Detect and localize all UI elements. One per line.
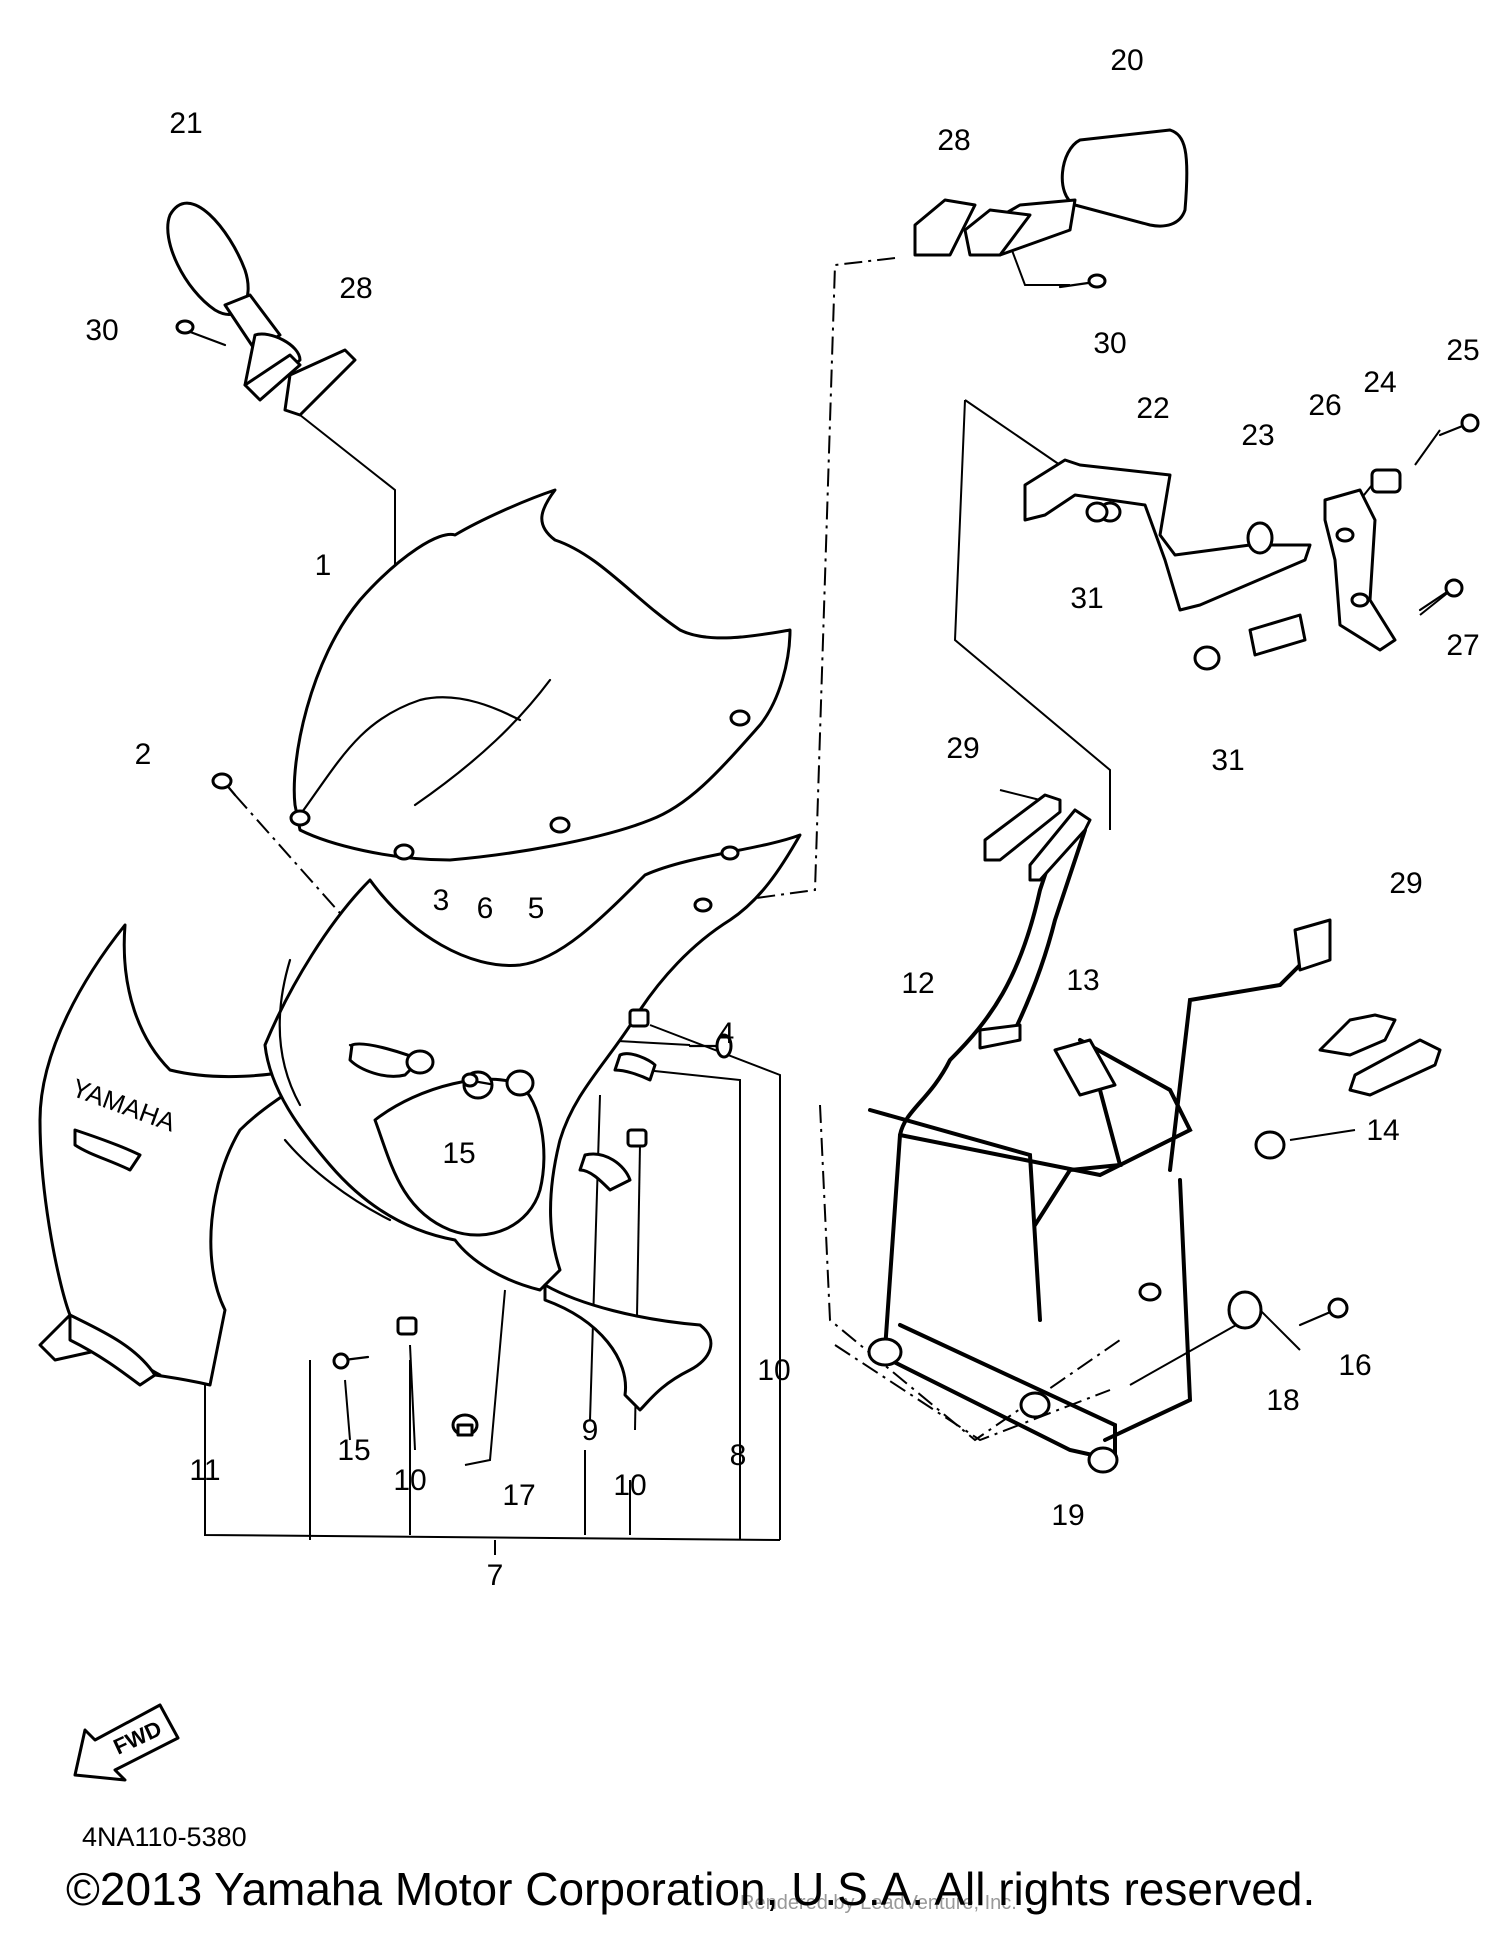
callout-17: 17 — [502, 1479, 535, 1512]
nut-10-upper — [628, 1008, 650, 1028]
grommet-5 — [505, 1069, 535, 1097]
callout-3: 3 — [433, 884, 450, 917]
callout-7: 7 — [487, 1559, 504, 1592]
callout-29-upper: 29 — [946, 732, 979, 765]
callout-20: 20 — [1110, 44, 1143, 77]
nut-14 — [1254, 1130, 1286, 1160]
callout-23: 23 — [1241, 419, 1274, 452]
inner-panel-part-8 — [543, 1283, 713, 1412]
forward-arrow-icon: FWD — [73, 1703, 180, 1782]
callout-19: 19 — [1051, 1499, 1084, 1532]
callout-26: 26 — [1308, 389, 1341, 422]
fasteners-group — [211, 772, 733, 1437]
diagram-code: 4NA110-5380 — [82, 1822, 247, 1852]
bolt-30-left — [175, 319, 227, 347]
callout-11: 11 — [189, 1454, 220, 1487]
grommets-23-31 — [1085, 413, 1480, 671]
duct-part-9 — [578, 1052, 657, 1192]
callout-10-lower: 10 — [393, 1464, 426, 1497]
callout-2: 2 — [135, 738, 152, 771]
callout-21: 21 — [169, 107, 202, 140]
callout-15-upper: 15 — [442, 1137, 475, 1170]
callout-labels: 1 2 3 6 5 4 15 10 11 15 10 17 9 10 8 7 2… — [85, 44, 1479, 1592]
callout-9: 9 — [582, 1414, 599, 1447]
callout-10-right: 10 — [757, 1354, 790, 1387]
grommet-23 — [1246, 521, 1274, 555]
copyright-notice: ©2013 Yamaha Motor Corporation, U.S.A. A… — [66, 1863, 1316, 1915]
callout-22: 22 — [1136, 392, 1169, 425]
mirror-left-part-21 — [166, 201, 357, 417]
callout-10-middle: 10 — [613, 1469, 646, 1502]
callout-14: 14 — [1366, 1114, 1399, 1147]
nut-31-upper — [1085, 501, 1109, 523]
plate-part-13 — [1053, 1038, 1117, 1097]
callout-16: 16 — [1338, 1349, 1371, 1382]
mirror-right-part-20 — [913, 128, 1189, 257]
bracket-part-22 — [1023, 458, 1312, 657]
stay-frame-part-12 — [867, 828, 1332, 1474]
fasteners-right — [1019, 1130, 1349, 1419]
callout-8: 8 — [730, 1439, 747, 1472]
callout-25: 25 — [1446, 334, 1479, 367]
callout-5: 5 — [528, 892, 545, 925]
bracket-part-26 — [1323, 488, 1397, 652]
bolt-16 — [1327, 1297, 1349, 1319]
callout-15-lower: 15 — [337, 1434, 370, 1467]
callout-4: 4 — [718, 1017, 735, 1050]
callout-27: 27 — [1446, 629, 1479, 662]
bolt-27 — [1444, 578, 1464, 598]
callout-12: 12 — [901, 967, 934, 1000]
collar-19 — [1019, 1391, 1051, 1419]
callout-29-right: 29 — [1389, 867, 1422, 900]
plates-part-29 — [983, 793, 1442, 1097]
callout-6: 6 — [477, 892, 494, 925]
grommet-3 — [405, 1049, 435, 1075]
collar-24 — [1370, 468, 1402, 494]
callout-1: 1 — [315, 549, 332, 582]
windscreen-part-1 — [289, 488, 792, 862]
nut-10-middle — [626, 1128, 648, 1148]
callout-31-lower: 31 — [1211, 744, 1244, 777]
bolt-30-right — [1058, 273, 1107, 289]
grommet-18 — [1227, 1290, 1263, 1330]
fairing-side-part-11: YAMAHA — [38, 923, 342, 1387]
callout-28-right: 28 — [937, 124, 970, 157]
callout-28-left: 28 — [339, 272, 372, 305]
render-credit: Rendered by LeadVenture, Inc. — [740, 1892, 1017, 1914]
callout-31-upper: 31 — [1070, 582, 1103, 615]
nut-31-lower — [1193, 645, 1221, 671]
callout-13: 13 — [1066, 964, 1099, 997]
callout-24: 24 — [1363, 366, 1396, 399]
cowling-part-7 — [263, 833, 802, 1292]
bolt-25 — [1460, 413, 1480, 433]
nut-10-lower — [396, 1316, 418, 1336]
callout-30-right: 30 — [1093, 327, 1126, 360]
callout-18: 18 — [1266, 1384, 1299, 1417]
callout-30-left: 30 — [85, 314, 118, 347]
